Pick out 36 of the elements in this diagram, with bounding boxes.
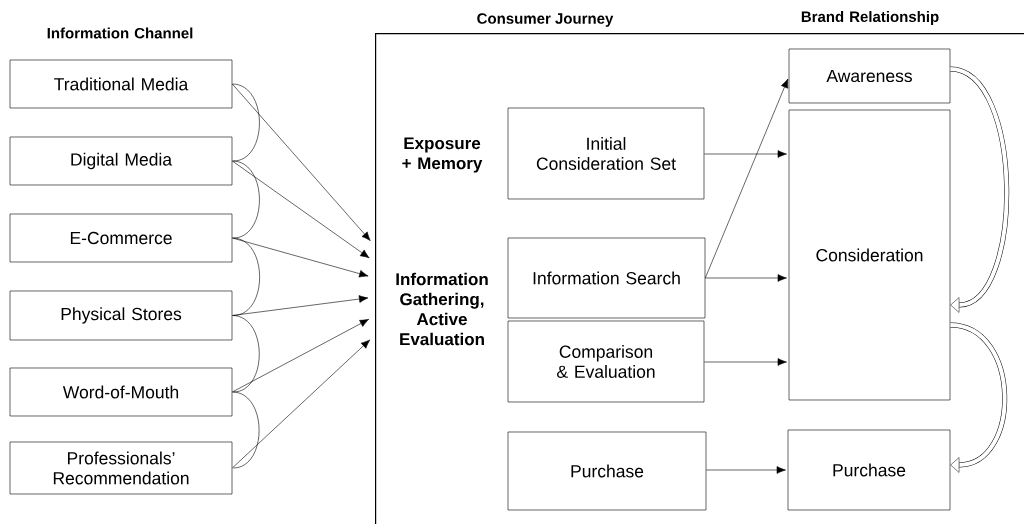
process-box: Word-of-Mouth xyxy=(9,367,233,417)
process-box: Purchase xyxy=(787,429,951,511)
arrow xyxy=(232,237,369,278)
connector-arc xyxy=(232,237,260,316)
arrow xyxy=(232,160,370,259)
arrow xyxy=(704,150,787,158)
stage-label: Information Gathering, Active Evaluation xyxy=(396,272,488,346)
process-box: Information Search xyxy=(507,237,706,319)
process-box: Comparison & Evaluation xyxy=(507,320,705,403)
arrow xyxy=(705,78,789,279)
process-box: Consideration xyxy=(788,109,951,401)
arrow xyxy=(232,295,369,316)
block-arrow xyxy=(949,322,1008,473)
connector-arc xyxy=(232,315,260,393)
process-box: Awareness xyxy=(788,48,951,104)
arrow xyxy=(706,466,786,474)
section-heading: Information Channel xyxy=(47,27,193,39)
process-box: Traditional Media xyxy=(9,59,233,109)
connector-arc xyxy=(232,160,260,239)
process-box: Initial Consideration Set xyxy=(507,107,705,200)
connector-arc xyxy=(232,391,260,469)
arrow xyxy=(232,339,371,469)
arrow xyxy=(705,274,787,282)
block-arrow xyxy=(949,66,1010,313)
stage-label: Exposure + Memory xyxy=(402,137,483,173)
process-box: Physical Stores xyxy=(9,290,233,341)
process-box: Purchase xyxy=(507,431,707,511)
process-box: Professionals’ Recommendation xyxy=(9,441,233,495)
arrow xyxy=(232,319,369,393)
connector-arc xyxy=(232,83,260,162)
process-box: Digital Media xyxy=(9,136,233,186)
arrow xyxy=(704,358,787,366)
panel-heading: Consumer Journey xyxy=(477,13,614,27)
arrow xyxy=(232,83,371,241)
section-heading: Brand Relationship xyxy=(801,11,939,25)
process-box: E-Commerce xyxy=(9,213,233,263)
